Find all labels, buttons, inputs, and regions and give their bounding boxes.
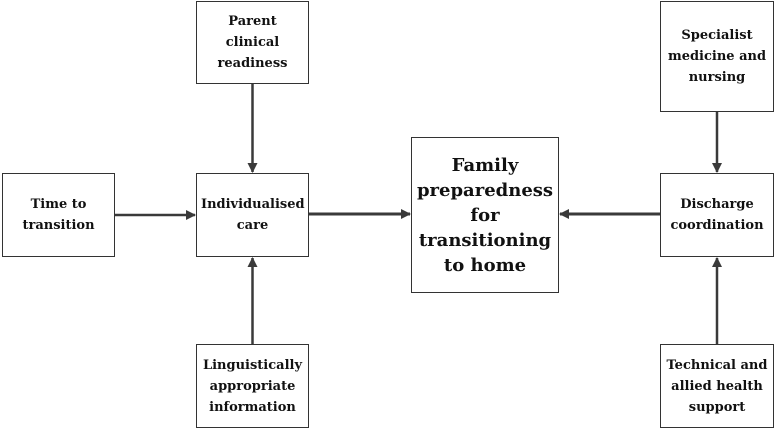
node-label: Specialist medicine and nursing <box>667 28 767 85</box>
node-label: Individualised care <box>201 197 305 233</box>
node-label: Discharge coordination <box>670 197 764 233</box>
node-specialist-medicine-and-nursing: Specialist medicine and nursing <box>660 1 774 112</box>
node-label: Family preparedness for transitioning to… <box>416 154 554 276</box>
node-family-preparedness: Family preparedness for transitioning to… <box>411 137 559 293</box>
node-time-to-transition: Time to transition <box>2 173 115 257</box>
node-individualised-care: Individualised care <box>196 173 309 257</box>
node-label: Technical and allied health support <box>666 357 768 415</box>
node-linguistically-appropriate-information: Linguistically appropriate information <box>196 344 309 428</box>
node-label: Parent clinical readiness <box>217 14 288 71</box>
node-label: Time to transition <box>22 197 95 233</box>
node-discharge-coordination: Discharge coordination <box>660 173 774 257</box>
node-label: Linguistically appropriate information <box>202 357 303 415</box>
node-parent-clinical-readiness: Parent clinical readiness <box>196 1 309 84</box>
node-technical-and-allied-health-support: Technical and allied health support <box>660 344 774 428</box>
